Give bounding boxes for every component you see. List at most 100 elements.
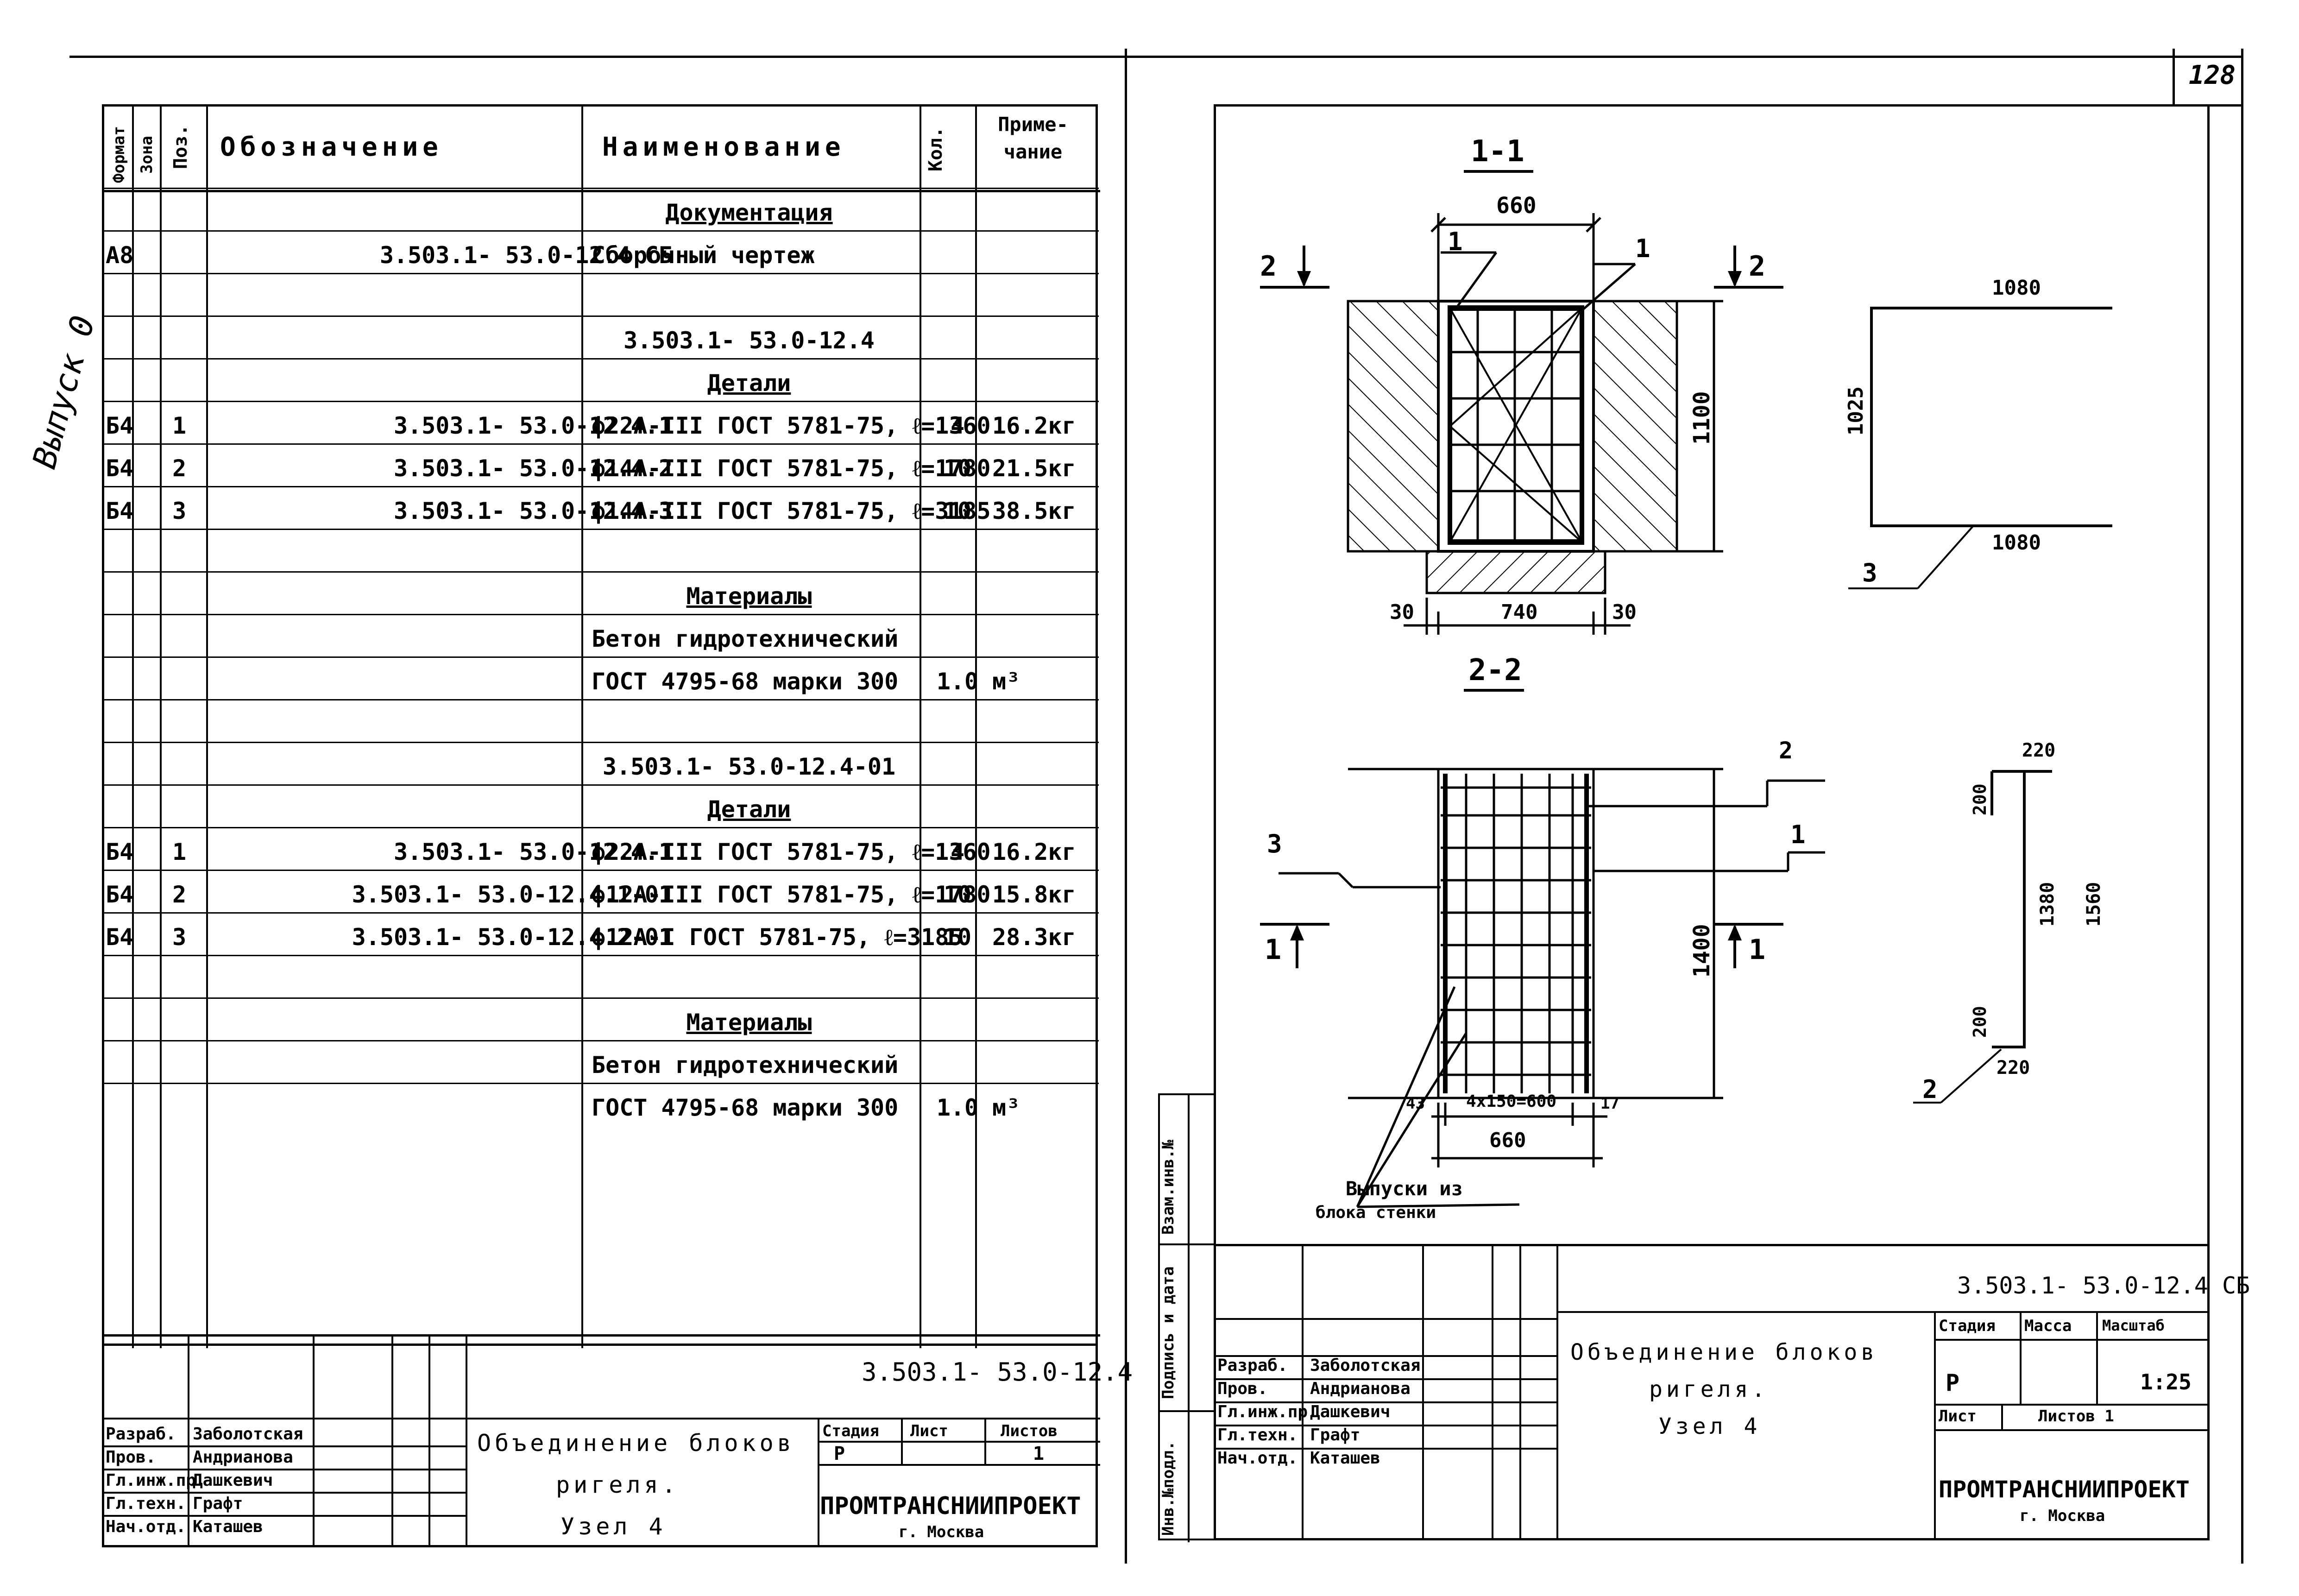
stamp-role: Гл.техн. [1217,1426,1298,1445]
row-quantity: 10 [943,924,972,951]
row-designation: 3.503.1- 53.0-12.4.3 [393,498,673,524]
row-name: ф22А-III ГОСТ 5781-75, ℓ=1360 [592,412,991,439]
stamp-person-name: Графт [1310,1426,1361,1445]
sec22-callout-1: 1 [1790,820,1806,849]
row-note: 38.5кг [992,498,1076,524]
sec22-callout-2: 2 [1779,737,1793,764]
stamp-left-sheets: 1 [1033,1443,1045,1464]
stamp-right-title-2: ригеля. [1649,1376,1769,1402]
row-name: ф12А-I ГОСТ 5781-75, ℓ=3185 [592,924,963,951]
spec-row: Бетон гидротехнический [103,614,1099,658]
bar2-outer: 1560 [2083,882,2104,927]
row-position: 1 [172,839,187,865]
spec-row: Материалы [103,571,1099,615]
row-quantity: 1.0 [936,668,979,695]
row-name: Детали [707,370,791,397]
spec-row: Документация [103,188,1099,232]
stamp-right-title-3: Узел 4 [1658,1413,1761,1439]
stamp-right-stage: Р [1946,1369,1960,1396]
row-format: Б4 [106,924,134,951]
center-divider [1125,49,1127,1564]
spec-row [103,699,1099,743]
row-name: Сборочный чертеж [592,242,815,269]
sec11-cut-a: 2 [1260,250,1277,283]
row-name: Детали [707,796,791,823]
stamp-role: Разраб. [106,1425,176,1444]
stamp-role: Гл.инж.пр. [1217,1402,1318,1421]
row-position: 1 [172,412,187,439]
row-name: Бетон гидротехнический [592,625,899,652]
stamp-role: Пров. [1217,1379,1268,1398]
row-designation: 3.503.1- 53.0-12.4.1 [393,839,673,865]
spec-row [103,529,1099,573]
row-designation: 3.503.1- 53.0-12.4.1-01 [352,881,673,908]
stamp-right-scale: 1:25 [2140,1369,2192,1394]
row-format: Б4 [106,839,134,865]
stamp-left-title-3: Узел 4 [561,1513,667,1540]
stamp-right-sheets-label: Листов 1 [2038,1407,2114,1426]
row-designation: 3.503.1- 53.0-12.4.2-01 [352,924,673,951]
row-quantity: 10 [943,881,972,908]
row-format: А8 [106,242,134,269]
spec-row: Детали [103,358,1099,402]
stamp-left-sheets-label: Листов [1001,1422,1058,1440]
row-name: Материалы [686,583,812,610]
stamp-right-city: г. Москва [2020,1507,2105,1525]
row-name: Бетон гидротехнический [592,1052,899,1079]
row-note: 15.8кг [992,881,1076,908]
stamp-person-name: Дашкевич [193,1471,273,1490]
spec-row: Материалы [103,997,1099,1041]
header-name: Наименование [602,132,845,162]
stamp-role: Гл.техн. [106,1494,186,1513]
stamp-right-org: ПРОМТРАНСНИИПРОЕКТ [1939,1476,2190,1503]
sec22-note-1: Выпуски из [1346,1177,1463,1200]
sec11-cut-b: 2 [1749,250,1766,283]
stamp-person-name: Заболотская [193,1425,303,1444]
sec22-cut-b: 1 [1749,934,1766,966]
bar2-pos: 2 [1922,1075,1938,1104]
stamp-left-stage: Р [834,1443,845,1464]
row-name: ф14А-III ГОСТ 5781-75, ℓ=1780 [592,455,991,482]
sec11-callout-a: 1 [1448,227,1463,256]
stamp-person-name: Графт [193,1494,243,1513]
sec11-label: 1-1 [1471,134,1524,169]
stamp-right-scale-label: Масштаб [2102,1317,2165,1334]
row-designation: 3.503.1- 53.0-12.4 СБ [379,242,673,269]
row-name: ф14А-III ГОСТ 5781-75, ℓ=3185 [592,498,991,524]
spec-row: Детали [103,784,1099,828]
sheet-number: 128 [2189,60,2236,90]
row-note: м³ [992,1094,1020,1121]
row-quantity: 1.0 [936,1094,979,1121]
row-note: м³ [992,668,1020,695]
stamp-left [102,1334,1100,1547]
sec11-off-left: 30 [1390,600,1414,624]
top-border [69,56,2242,58]
row-name: Документация [665,199,833,226]
bar2-h-top: 200 [1970,783,1990,815]
stamp-left-title-2: ригеля. [556,1471,680,1498]
stamp-role: Пров. [106,1448,156,1467]
row-quantity: 4 [950,839,965,865]
section-1-1-geometry [1260,170,1783,635]
row-name: 3.503.1- 53.0-12.4 [624,327,875,354]
stamp-left-city: г. Москва [899,1523,984,1541]
stamp-person-name: Заболотская [1310,1356,1421,1375]
stamp-role: Нач.отд. [1217,1449,1298,1468]
spec-table [102,104,1100,1348]
sec22-cut-a: 1 [1265,934,1282,966]
row-name: Материалы [686,1009,812,1036]
bar2-h-bottom: 200 [1970,1006,1990,1038]
row-quantity: 10 [943,455,972,482]
row-designation: 3.503.1- 53.0-12.4.1 [393,412,673,439]
bar2-bottom: 220 [1997,1057,2030,1079]
spec-row [103,273,1099,317]
stamp-role: Нач.отд. [106,1517,186,1536]
